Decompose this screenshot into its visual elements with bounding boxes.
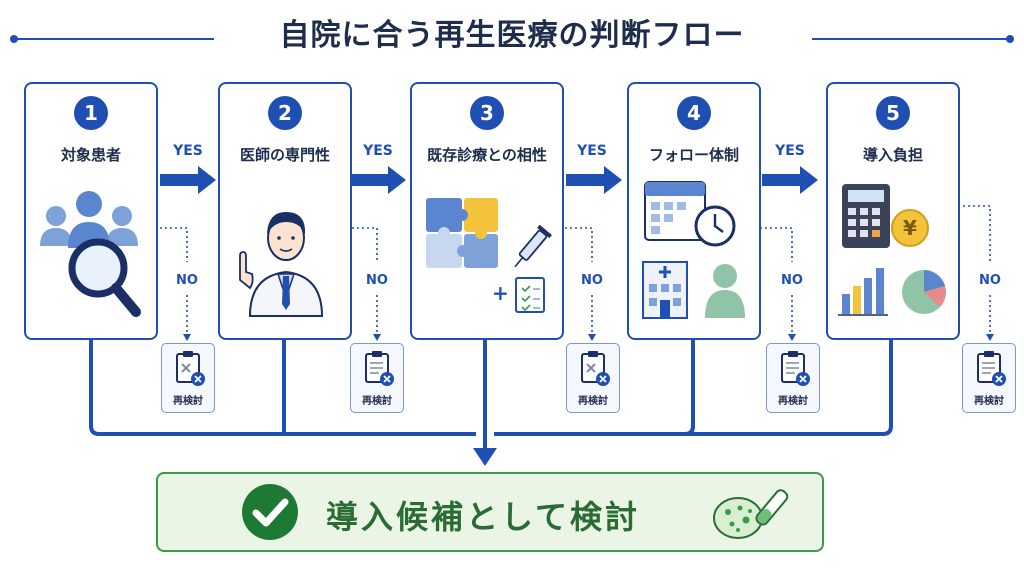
reconsider-label-1: 再検討 [173,396,203,407]
no-label-3: NO [581,273,603,288]
step-card-4: 4 フォロー体制 [627,82,761,340]
reconsider-box-1: 再検討 [161,343,215,413]
reconsider-box-2: 再検討 [350,343,404,413]
no-path-2 [352,227,378,262]
no-path-1 [160,227,188,262]
puzzle-syringe-icon: + [426,198,552,313]
title-line-right [812,38,1010,40]
no-label-1: NO [176,273,198,288]
clipboard-cross-icon [581,351,610,386]
result-box: 導入候補として検討 [156,472,824,552]
step-number-4: 4 [677,96,711,130]
step-number-2: 2 [268,96,302,130]
clipboard-list-icon [365,351,394,386]
reconsider-box-5: 再検討 [962,343,1016,413]
calendar-clinic-icon [642,181,745,319]
yes-arrows [160,166,818,194]
no-label-2: NO [366,273,388,288]
yes-label-4: YES [775,143,805,159]
svg-text:+: + [492,281,509,305]
step-label-1: 対象患者 [60,146,121,164]
reconsider-label-2: 再検討 [362,396,392,407]
page-title: 自院に合う再生医療の判断フロー [279,18,745,53]
title-line-left [14,38,214,40]
patients-magnifier-icon [40,191,141,317]
no-path-3 [565,227,593,262]
title-dot-left [10,35,18,43]
check-circle-icon [242,484,298,540]
reconsider-label-3: 再検討 [578,396,608,407]
step-label-4: フォロー体制 [648,146,739,164]
yes-label-3: YES [577,143,607,159]
reconsider-label-4: 再検討 [778,396,808,407]
svg-text:¥: ¥ [903,216,917,240]
calculator-chart-icon: ¥ [838,184,946,316]
no-label-5: NO [979,273,1001,288]
step-card-5: 5 導入負担 ¥ [826,82,960,340]
no-path-4 [760,227,793,262]
step-card-3: 3 既存診療との相性 + [410,82,564,340]
no-path-5 [958,205,991,262]
reconsider-label-5: 再検討 [974,396,1004,407]
step-card-2: 2 医師の専門性 [218,82,352,340]
clipboard-list-icon [781,351,810,386]
yes-label-1: YES [173,143,203,159]
doctor-icon [239,212,324,317]
clipboard-cross-icon [176,351,205,386]
title-dot-right [1006,35,1014,43]
step-card-1: 1 対象患者 [24,82,158,340]
step-number-3: 3 [470,96,504,130]
result-label: 導入候補として検討 [326,498,641,536]
step-number-5: 5 [876,96,910,130]
step-label-3: 既存診療との相性 [427,146,547,164]
yes-label-2: YES [363,143,393,159]
step-label-5: 導入負担 [862,146,923,164]
step-number-1: 1 [74,96,108,130]
reconsider-box-4: 再検討 [766,343,820,413]
reconsider-box-3: 再検討 [566,343,620,413]
petri-dish-test-tube-icon [713,489,789,539]
step-label-2: 医師の専門性 [239,146,330,164]
clipboard-list-icon [977,351,1006,386]
no-label-4: NO [781,273,803,288]
